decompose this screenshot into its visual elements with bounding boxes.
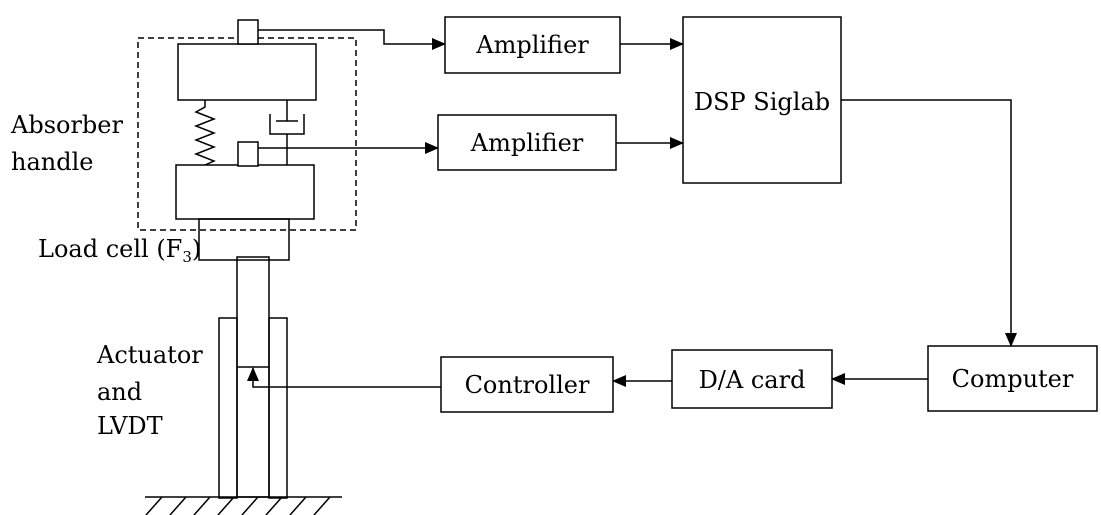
signal-dsp-computer	[841, 99, 1017, 347]
load-cell-text: Load cell (F	[38, 235, 183, 263]
actuator-label-line2: and	[97, 378, 143, 406]
load-cell-close: )	[191, 235, 202, 263]
controller-box	[440, 356, 614, 413]
da-card-label: D/A card	[698, 366, 806, 394]
spring	[193, 100, 217, 166]
load-cell-subscript: 3	[182, 248, 192, 266]
da-card-box	[671, 349, 833, 409]
amplifier-bottom-box	[437, 114, 617, 171]
computer-label: Computer	[951, 365, 1074, 393]
dsp-box	[682, 16, 842, 184]
upper-accelerometer	[237, 19, 259, 45]
actuator-label-line1: Actuator	[97, 341, 203, 369]
actuator-cylinder-right	[268, 317, 288, 499]
signal-controller-actuator	[247, 367, 441, 388]
actuator-cylinder-left	[218, 317, 238, 499]
dsp-label: DSP Siglab	[693, 88, 831, 116]
upper-mass	[177, 43, 317, 101]
damper	[269, 100, 305, 165]
absorber-label-line1: Absorber	[11, 111, 123, 139]
actuator-label-line3: LVDT	[97, 412, 163, 440]
controller-label: Controller	[464, 371, 590, 399]
ground	[145, 496, 342, 515]
amplifier-top-label: Amplifier	[476, 31, 589, 59]
computer-box	[927, 345, 1098, 412]
signal-top-sensor	[258, 29, 446, 50]
absorber-boundary	[137, 37, 357, 231]
lower-accelerometer	[237, 141, 259, 167]
load-cell	[198, 218, 290, 261]
lower-mass	[175, 164, 315, 220]
load-cell-label: Load cell (F3)	[38, 235, 201, 271]
absorber-label-line2: handle	[11, 148, 94, 176]
amplifier-bottom-label: Amplifier	[470, 129, 584, 157]
